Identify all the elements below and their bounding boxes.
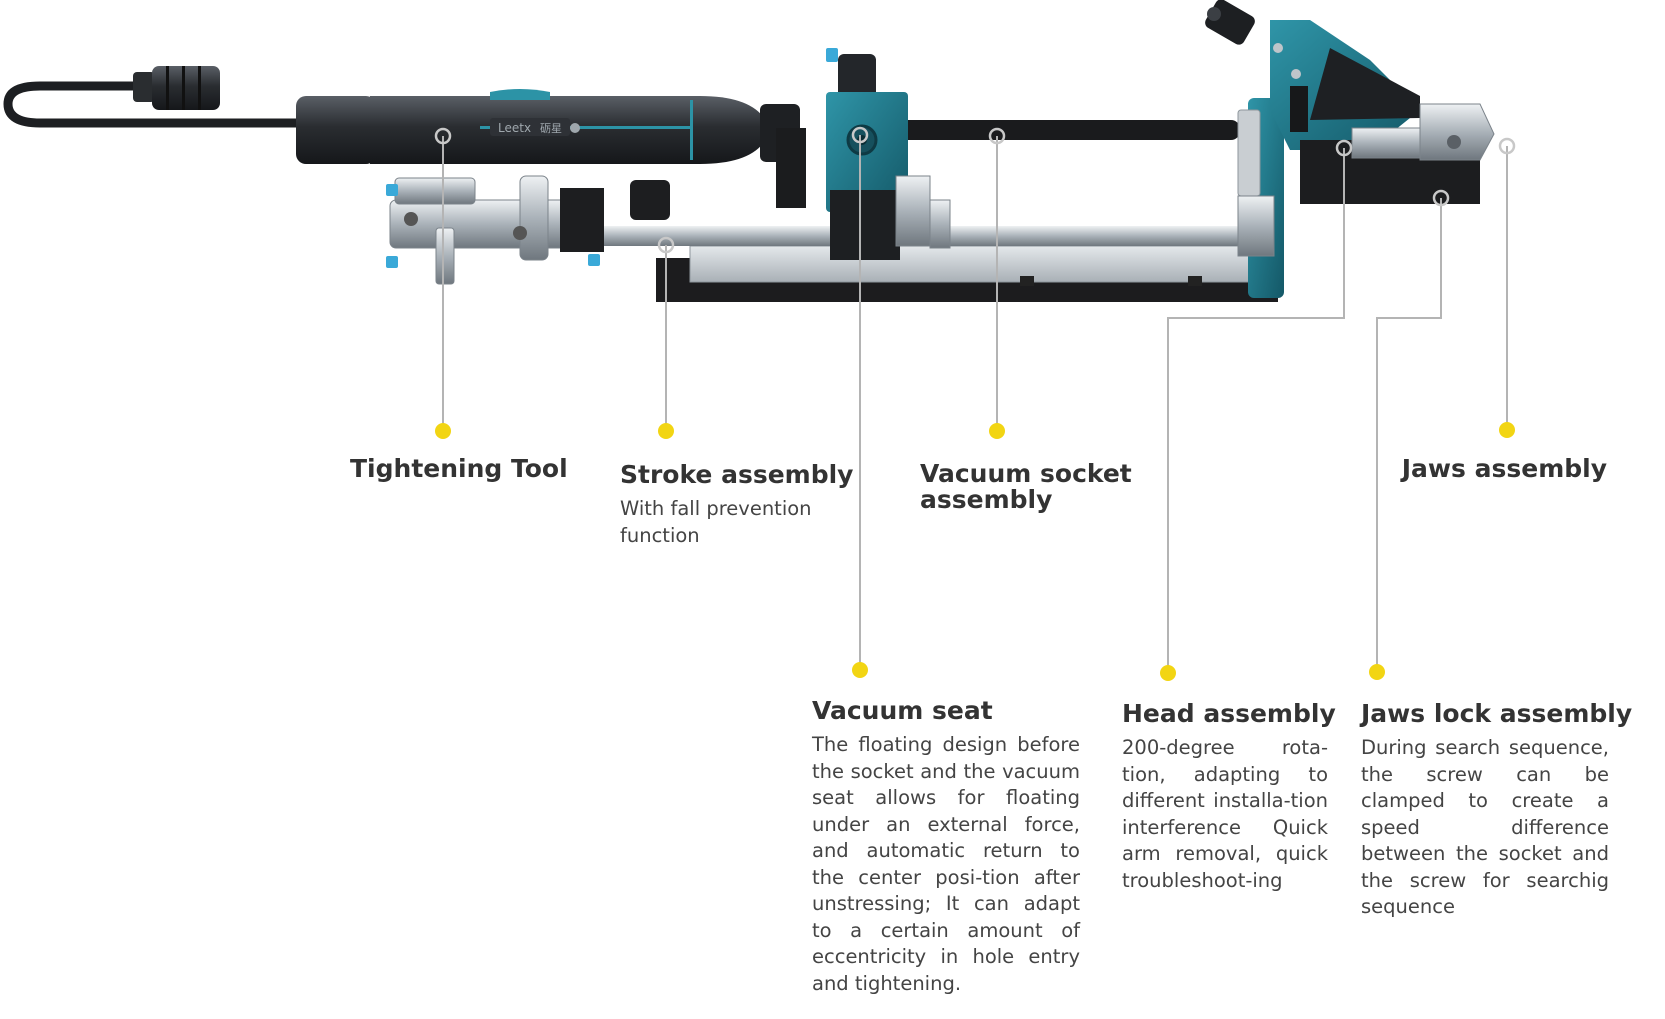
camera-sensor [1205,0,1255,45]
leader-jaws-lock [1376,198,1442,672]
anchor-jaws-assembly [1498,137,1516,155]
dot-stroke-assembly [658,423,674,439]
callout-desc: 200-degree rota-tion, adapting to differ… [1122,736,1328,892]
dot-jaws-lock [1369,664,1385,680]
callout-title: Vacuum seat [812,696,993,725]
callout-title: Jaws lock assembly [1361,699,1633,728]
label-head-assembly: Head assembly 200-degree rota-tion, adap… [1122,699,1336,894]
label-stroke-assembly: Stroke assembly With fall prevention fun… [620,460,854,549]
head-assembly-block [1237,20,1420,298]
drive-shaft [880,120,1240,140]
vacuum-socket-block [826,54,951,260]
label-vacuum-socket-assembly: Vacuum socket assembly [920,461,1132,513]
brand-logo-cjk: 砺星 [540,122,562,135]
callout-title: Head assembly [1122,699,1336,728]
callout-title: Stroke assembly [620,460,854,489]
callout-title: Vacuum socket assembly [920,459,1132,514]
label-jaws-assembly: Jaws assembly [1402,455,1607,482]
label-tightening-tool: Tightening Tool [350,455,568,482]
stroke-cylinder [389,175,670,285]
dot-head-assembly [1160,665,1176,681]
leader-head-assembly [1167,148,1345,673]
callout-title: Jaws assembly [1401,454,1607,483]
brand-logo: Leetx [498,121,531,135]
anchor-jaws-lock [1432,189,1450,207]
callout-title: Tightening Tool [350,454,568,483]
dot-tightening-tool [435,423,451,439]
callout-desc: With fall prevention function [620,497,812,547]
tool-illustration: Leetx 砺星 [3,0,1495,302]
jaws-block [1300,103,1495,204]
label-jaws-lock-assembly: Jaws lock assembly During search sequenc… [1361,699,1633,921]
dot-vacuum-socket [989,423,1005,439]
linear-rail [689,245,1251,283]
anchor-vacuum-seat [851,126,869,144]
dot-jaws-assembly [1499,422,1515,438]
anchor-rings [434,126,1516,254]
dot-vacuum-seat [852,662,868,678]
leader-lines [442,135,1508,673]
tightening-tool-body: Leetx 砺星 [296,89,806,208]
anchor-stroke-assembly [657,236,675,254]
label-vacuum-seat: Vacuum seat The floating design before t… [812,697,1080,997]
marker-dots [435,422,1515,681]
callout-desc: During search sequence, the screw can be… [1361,736,1609,918]
cable-connector [133,66,220,110]
callout-desc: The floating design before the socket an… [812,733,1080,995]
anchor-vacuum-socket [988,127,1006,145]
air-fittings [386,48,838,268]
power-cable [3,81,305,128]
anchor-tightening-tool [434,127,452,145]
anchor-head-assembly [1335,139,1353,157]
